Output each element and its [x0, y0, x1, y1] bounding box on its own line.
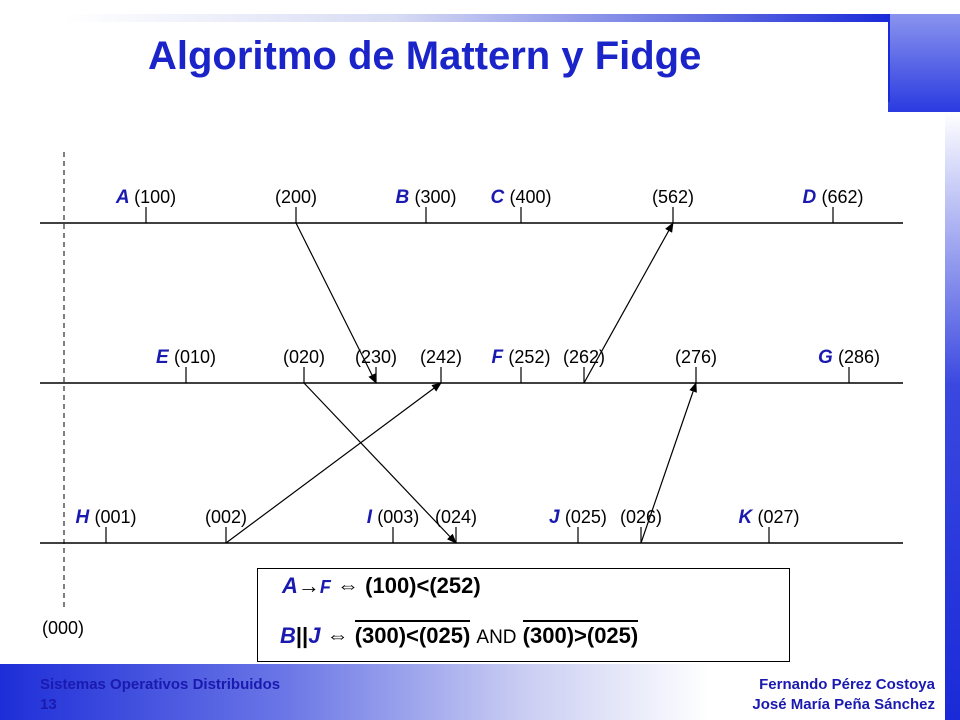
event-clock: (027): [757, 507, 799, 527]
event-clock: (400): [509, 187, 551, 207]
formula-expr-2a: (300)<(025): [354, 620, 471, 648]
event-name: B: [395, 187, 414, 208]
event-clock: (100): [134, 187, 176, 207]
event-name: J: [549, 507, 565, 528]
event-clock: (252): [508, 347, 550, 367]
event-label: C (400): [490, 187, 551, 208]
event-clock: (562): [652, 187, 694, 207]
formula-expr-1: (100)<(252): [365, 573, 481, 598]
event-label: (026): [620, 507, 662, 527]
message-arrow: [225, 382, 442, 544]
event-label: A (100): [115, 187, 176, 208]
iff-symbol: ⇔: [337, 573, 360, 598]
event-label: D (662): [802, 187, 863, 208]
event-label: (020): [283, 347, 325, 367]
formula-row-1: A→F ⇔ (100)<(252): [282, 573, 481, 599]
message-arrow: [583, 222, 674, 384]
formula-event-a: A: [282, 573, 298, 598]
formula-event-b: B: [280, 623, 296, 648]
event-name: E: [156, 347, 174, 368]
event-name: A: [115, 187, 134, 208]
event-clock: (020): [283, 347, 325, 367]
title-background: [64, 22, 888, 102]
message-arrow: [303, 382, 457, 544]
formula-event-j: J: [308, 623, 321, 648]
footer-author-2: José María Peña Sánchez: [752, 696, 935, 713]
event-name: G: [818, 347, 838, 368]
decor-bar-top-right: [888, 14, 960, 112]
message-arrow: [295, 222, 377, 384]
formula-box: A→F ⇔ (100)<(252) B||J ⇔ (300)<(025) AND…: [257, 568, 790, 662]
event-name: F: [492, 347, 509, 368]
event-clock: (024): [435, 507, 477, 527]
event-clock: (025): [565, 507, 607, 527]
decor-bar-right: [945, 112, 960, 720]
event-label: (230): [355, 347, 397, 367]
event-clock: (300): [414, 187, 456, 207]
event-clock: (662): [821, 187, 863, 207]
event-clock: (230): [355, 347, 397, 367]
event-name: K: [738, 507, 757, 528]
event-name: D: [802, 187, 821, 208]
formula-expr-2b: (300)>(025): [522, 620, 639, 648]
arrow-symbol: →: [297, 573, 320, 598]
iff-symbol-2: ⇔: [326, 623, 349, 648]
event-label: I (003): [367, 507, 420, 528]
event-clock: (001): [94, 507, 136, 527]
parallel-symbol: ||: [295, 623, 309, 648]
event-name: C: [490, 187, 509, 208]
event-label: E (010): [156, 347, 216, 368]
event-label: B (300): [395, 187, 456, 208]
event-clock: (262): [563, 347, 605, 367]
event-label: J (025): [549, 507, 607, 528]
message-arrow: [640, 382, 697, 544]
footer-course: Sistemas Operativos Distribuidos: [40, 676, 281, 693]
event-name: I: [367, 507, 378, 528]
event-label: K (027): [738, 507, 799, 528]
event-name: H: [75, 507, 94, 528]
event-label: (024): [435, 507, 477, 527]
footer-author-1: Fernando Pérez Costoya: [759, 676, 935, 693]
event-label: G (286): [818, 347, 880, 368]
event-label: F (252): [492, 347, 551, 368]
event-clock: (026): [620, 507, 662, 527]
event-clock: (286): [838, 347, 880, 367]
event-label: (262): [563, 347, 605, 367]
event-clock: (276): [675, 347, 717, 367]
event-clock: (242): [420, 347, 462, 367]
formula-and: AND: [476, 627, 517, 648]
event-label: (002): [205, 507, 247, 527]
event-clock: (002): [205, 507, 247, 527]
event-label: H (001): [75, 507, 136, 528]
event-label: (242): [420, 347, 462, 367]
event-label: (200): [275, 187, 317, 207]
decor-bar-bottom: [0, 664, 945, 720]
formula-event-f: F: [319, 577, 331, 597]
event-label: (276): [675, 347, 717, 367]
formula-row-2: B||J ⇔ (300)<(025) AND (300)>(025): [280, 620, 639, 649]
event-clock: (003): [377, 507, 419, 527]
slide-title: Algoritmo de Mattern y Fidge: [148, 34, 702, 78]
event-clock: (200): [275, 187, 317, 207]
event-label: (562): [652, 187, 694, 207]
event-clock: (010): [174, 347, 216, 367]
footer-page-number: 13: [40, 696, 57, 713]
initial-clock-label: (000): [42, 618, 84, 638]
